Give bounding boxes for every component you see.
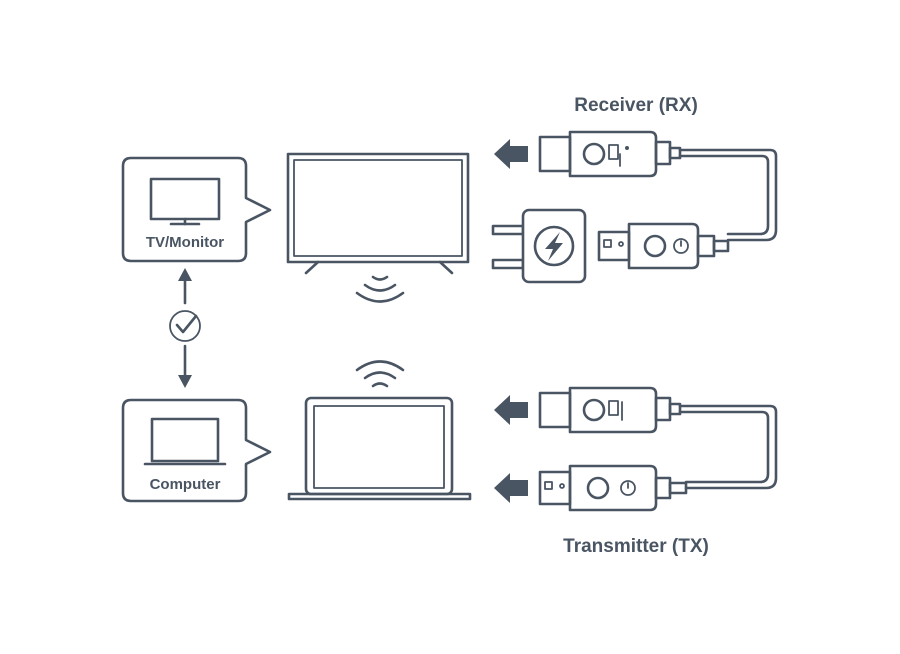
wifi-icon xyxy=(355,360,405,388)
receiver-cable xyxy=(678,148,778,242)
transmitter-cable xyxy=(678,404,778,490)
tv-monitor-callout: TV/Monitor xyxy=(121,156,272,263)
check-circle-icon xyxy=(169,310,201,342)
transmitter-dongle xyxy=(538,386,682,434)
lightning-icon xyxy=(533,225,575,267)
plug-in-arrow xyxy=(494,139,528,169)
transmitter-usb-cable xyxy=(538,464,688,512)
tv-monitor-label: TV/Monitor xyxy=(146,234,224,251)
power-adapter xyxy=(491,208,587,284)
computer-icon xyxy=(143,417,227,466)
tv-icon xyxy=(149,177,221,226)
either-device-indicator xyxy=(169,268,201,388)
computer-label: Computer xyxy=(150,476,221,493)
power-logo-icon xyxy=(673,238,689,254)
plug-in-arrow xyxy=(494,473,528,503)
tv-display xyxy=(286,152,470,275)
plug-in-arrow xyxy=(494,395,528,425)
transmitter-label: Transmitter (TX) xyxy=(563,536,709,557)
receiver-dongle xyxy=(538,130,682,178)
wifi-icon xyxy=(355,275,405,303)
computer-callout: Computer xyxy=(121,398,272,503)
receiver-label: Receiver (RX) xyxy=(574,95,698,116)
power-logo-icon xyxy=(620,480,636,496)
laptop xyxy=(287,396,472,501)
usb-power-cable xyxy=(597,222,730,270)
